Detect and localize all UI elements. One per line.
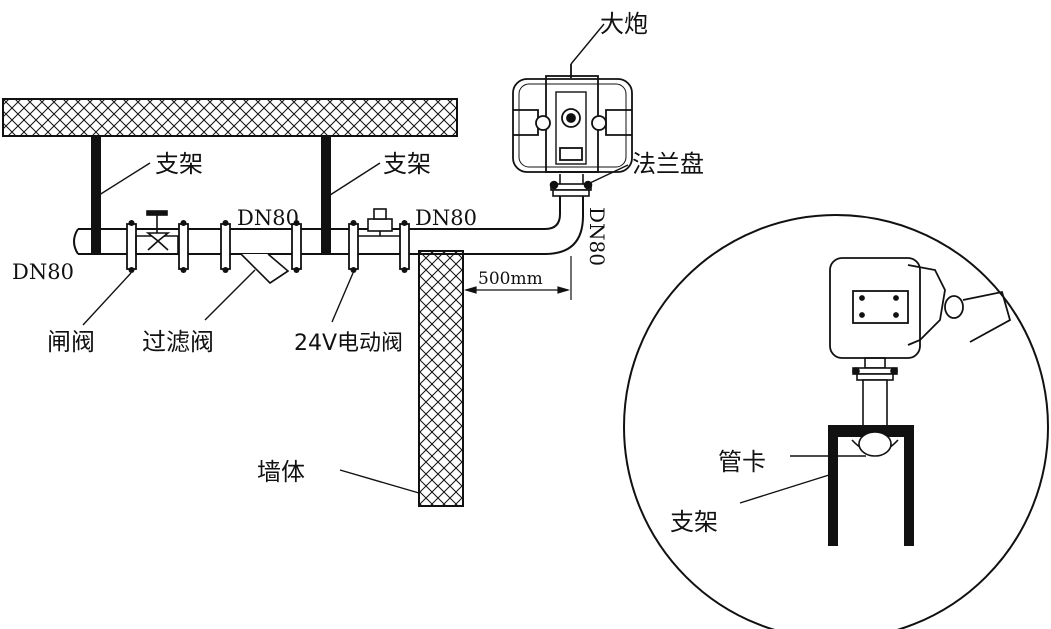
dn-vertical-label: DN80: [585, 207, 609, 266]
gate-valve-body: [135, 210, 179, 255]
gate-valve-label: 闸阀: [47, 328, 95, 356]
filter-valve-label: 过滤阀: [142, 328, 214, 356]
bracket-mid: [321, 136, 331, 254]
dimension-500mm: [462, 256, 572, 300]
wall: [418, 250, 464, 507]
electric-valve-label: 24V电动阀: [294, 331, 403, 356]
flange-label: 法兰盘: [632, 150, 704, 178]
bracket-detail-label: 支架: [670, 508, 718, 536]
dn-left-label: DN80: [12, 260, 74, 284]
pipe-clamp-label: 管卡: [718, 448, 766, 476]
pipe-clamp-shape: [851, 431, 899, 457]
bracket-mid-label: 支架: [383, 150, 431, 178]
main-pipe: [73, 196, 584, 255]
cannon-flange: [549, 174, 593, 197]
dn-mid1-label: DN80: [237, 206, 299, 230]
leader-lines: [82, 23, 629, 494]
flange-bolts: [128, 220, 408, 273]
cannon-front-view: [512, 64, 633, 173]
bracket-left-label: 支架: [155, 150, 203, 178]
detail-bracket: [828, 425, 914, 546]
cannon-label: 大炮: [600, 10, 648, 38]
ceiling-beam: [2, 98, 458, 137]
bracket-left: [91, 136, 101, 254]
filter-valve-body: [240, 253, 290, 285]
electric-valve-body: [358, 208, 400, 237]
dn-mid2-label: DN80: [415, 206, 477, 230]
detail-leaders: [739, 455, 866, 504]
dimension-label: 500mm: [478, 269, 543, 289]
detail-circle: [623, 214, 1049, 629]
wall-label: 墙体: [257, 458, 305, 486]
